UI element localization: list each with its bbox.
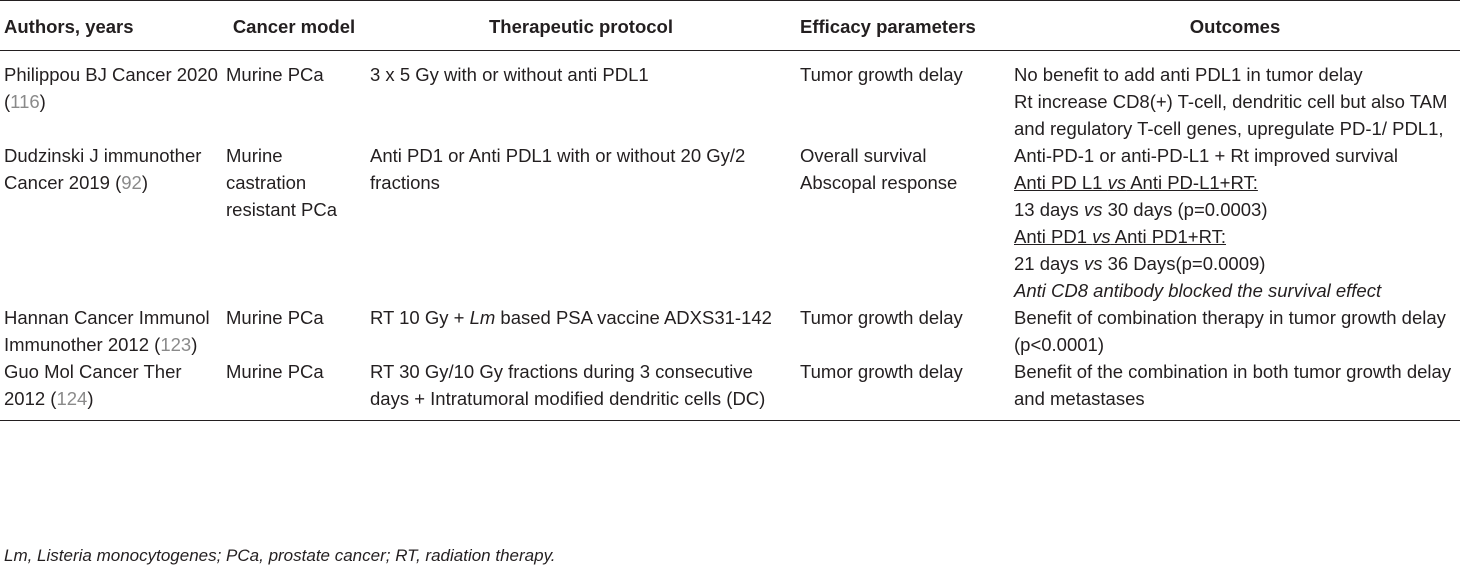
- data-table: Authors, years Cancer model Therapeutic …: [0, 0, 1460, 421]
- cell-protocol: Anti PD1 or Anti PDL1 with or without 20…: [370, 145, 746, 193]
- cell-author: Dudzinski J immunother Cancer 2019 (92): [4, 145, 202, 193]
- table-header: Authors, years Cancer model Therapeutic …: [0, 0, 1460, 51]
- cell-author: Hannan Cancer Immunol Immunother 2012 (1…: [4, 307, 210, 355]
- cell-author: Philippou BJ Cancer 2020 (116): [4, 64, 218, 112]
- cell-protocol: RT 10 Gy + Lm based PSA vaccine ADXS31-1…: [370, 307, 772, 328]
- cell-efficacy: Overall survival Abscopal response: [800, 145, 958, 193]
- reference-link[interactable]: 116: [10, 91, 40, 112]
- table-row: Guo Mol Cancer Ther 2012 (124) Murine PC…: [0, 358, 1460, 421]
- table-row: Philippou BJ Cancer 2020 (116) Murine PC…: [0, 51, 1460, 143]
- reference-link[interactable]: 124: [56, 388, 88, 409]
- header-outcomes: Outcomes: [1010, 0, 1460, 51]
- header-efficacy: Efficacy parameters: [796, 0, 1010, 51]
- table-footnote: Lm, Listeria monocytogenes; PCa, prostat…: [4, 546, 556, 565]
- cell-model: Murine PCa: [222, 358, 366, 421]
- cell-efficacy: Tumor growth delay: [800, 307, 963, 328]
- table-row: Hannan Cancer Immunol Immunother 2012 (1…: [0, 304, 1460, 358]
- reference-link[interactable]: 123: [160, 334, 192, 355]
- header-cancer-model: Cancer model: [222, 0, 366, 51]
- cell-outcomes: Benefit of the combination in both tumor…: [1010, 358, 1460, 421]
- cell-author: Guo Mol Cancer Ther 2012 (124): [0, 358, 222, 421]
- header-protocol: Therapeutic protocol: [366, 0, 796, 51]
- header-authors: Authors, years: [0, 0, 222, 51]
- cell-protocol: 3 x 5 Gy with or without anti PDL1: [370, 64, 649, 85]
- reference-link[interactable]: 92: [121, 172, 142, 193]
- cell-outcomes: No benefit to add anti PDL1 in tumor del…: [1014, 64, 1448, 139]
- table-row: Dudzinski J immunother Cancer 2019 (92) …: [0, 142, 1460, 304]
- cell-model: Murine PCa: [226, 64, 324, 85]
- cell-efficacy: Tumor growth delay: [800, 64, 963, 85]
- cell-efficacy: Tumor growth delay: [796, 358, 1010, 421]
- cell-outcomes: Benefit of combination therapy in tumor …: [1014, 307, 1446, 355]
- cell-model: Murine castration resistant PCa: [226, 145, 338, 220]
- cell-protocol: RT 30 Gy/10 Gy fractions during 3 consec…: [366, 358, 796, 421]
- cell-model: Murine PCa: [226, 307, 324, 328]
- cell-outcomes: Anti-PD-1 or anti-PD-L1 + Rt improved su…: [1014, 145, 1399, 301]
